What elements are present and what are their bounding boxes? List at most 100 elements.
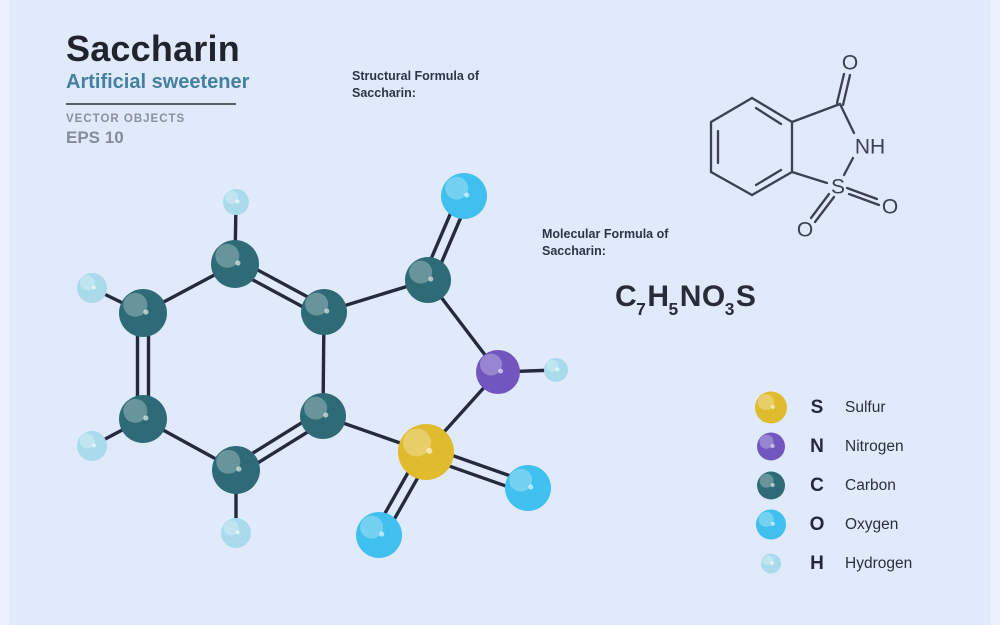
legend-ball-carbon — [757, 471, 785, 500]
formula-atom-label: O — [882, 196, 898, 219]
legend-ball-hydrogen — [761, 553, 781, 574]
header-divider — [66, 102, 236, 105]
atom-H-ball — [77, 431, 107, 461]
formula-element: H — [647, 280, 670, 313]
legend-atom-N — [757, 432, 785, 461]
bond-line — [141, 262, 237, 315]
bond-line — [424, 370, 500, 454]
legend-ball-nitrogen — [757, 432, 785, 461]
atom-C-ball — [405, 257, 451, 303]
caption-line: Molecular Formula of — [542, 227, 669, 241]
atom-O-ball — [356, 512, 402, 558]
bond-line — [230, 267, 324, 319]
bond-line — [90, 417, 145, 448]
formula-bond-line — [709, 96, 754, 124]
bond-line — [321, 414, 428, 454]
bond-line — [421, 192, 461, 280]
formula-element: O — [701, 280, 726, 313]
formula-bond-line — [709, 170, 754, 197]
legend-atom-O — [756, 509, 786, 540]
legend-symbol: N — [810, 435, 824, 457]
bond-line — [322, 278, 430, 314]
legend-row-nitrogen: N Nitrogen — [752, 427, 912, 466]
bond-line — [141, 417, 238, 472]
formula-atom-label: NH — [855, 136, 885, 159]
legend-ball-sulfur — [755, 391, 787, 424]
atom-C-ball — [119, 289, 167, 337]
atom-C-ball — [211, 240, 259, 288]
formula-subscript: 7 — [636, 299, 647, 319]
atom-O-ball — [441, 173, 487, 219]
atom-C-ball — [119, 395, 167, 443]
legend-row-sulfur: S Sulfur — [752, 388, 912, 427]
caption-line: Saccharin: — [542, 243, 606, 258]
formula-bond-line — [754, 168, 783, 187]
legend-name: Carbon — [845, 476, 896, 494]
bond-line — [231, 409, 322, 468]
legend-atom-H — [761, 553, 781, 574]
formula-bond-line — [790, 102, 842, 124]
formula-bond-line — [754, 106, 783, 126]
page-title: Saccharin — [66, 28, 240, 69]
bond-line — [372, 447, 423, 534]
atom-H-ball — [544, 358, 568, 382]
eps-label: EPS 10 — [66, 127, 124, 147]
bond-line — [321, 310, 326, 418]
bond-line — [90, 286, 145, 315]
atom-H-ball — [77, 273, 107, 303]
formula-subscript: 5 — [668, 299, 679, 319]
page-subtitle: Artificial sweetener — [66, 70, 250, 93]
legend-atom-C — [757, 471, 785, 500]
formula-element: S — [735, 280, 757, 313]
formula-atom-label: S — [831, 176, 845, 199]
atom-S-ball — [398, 424, 454, 480]
legend-symbol: H — [810, 552, 824, 574]
formula-bond-line — [842, 156, 855, 177]
atom-N-ball — [476, 350, 520, 394]
bond-line — [237, 418, 328, 477]
legend-name: Sulfur — [845, 398, 886, 416]
atom-C-ball — [300, 393, 346, 439]
formula-bond-line — [847, 192, 881, 207]
formula-element: N — [679, 280, 702, 313]
bond-line — [426, 278, 500, 374]
atom-C-ball — [212, 446, 260, 494]
formula-bond-line — [809, 192, 831, 220]
atom-H-ball — [221, 518, 251, 548]
legend-symbol: S — [810, 396, 824, 418]
bond-line — [496, 368, 558, 374]
structural-formula-caption: Structural Formula of Saccharin: — [352, 68, 479, 101]
molecular-formula-caption: Molecular Formula of Saccharin: — [542, 226, 668, 259]
atom-H-ball — [223, 189, 249, 215]
bond-line — [382, 453, 433, 540]
legend-symbol: C — [810, 474, 824, 496]
legend-symbol: O — [809, 513, 825, 535]
formula-bond-line — [838, 102, 856, 135]
atom-O-ball — [505, 465, 551, 511]
formula-bond-line — [790, 170, 829, 185]
legend-row-carbon: C Carbon — [752, 466, 912, 505]
molecular-formula-text: C7H5NO3S — [615, 280, 757, 319]
formula-subscript: 3 — [724, 299, 735, 319]
left-edge-strip — [0, 0, 9, 625]
formula-bond-line — [750, 170, 794, 197]
legend-name: Nitrogen — [845, 437, 904, 455]
atom-C-ball — [301, 289, 347, 335]
legend-ball-oxygen — [756, 509, 786, 540]
formula-bond-line — [845, 186, 879, 201]
header: Saccharin Artificial sweetener VECTOR OB… — [66, 30, 326, 148]
bond-line — [426, 445, 532, 485]
formula-bond-line — [841, 73, 852, 107]
bond-line — [422, 455, 528, 495]
caption-line: Structural Formula of — [352, 69, 480, 83]
formula-bond-line — [750, 96, 794, 124]
formula-atom-label: O — [842, 52, 858, 75]
formula-bond-line — [813, 195, 836, 224]
legend-name: Hydrogen — [845, 554, 913, 572]
bond-line — [233, 200, 238, 266]
formula-atom-label: O — [797, 219, 813, 242]
formula-element: C — [615, 280, 638, 313]
